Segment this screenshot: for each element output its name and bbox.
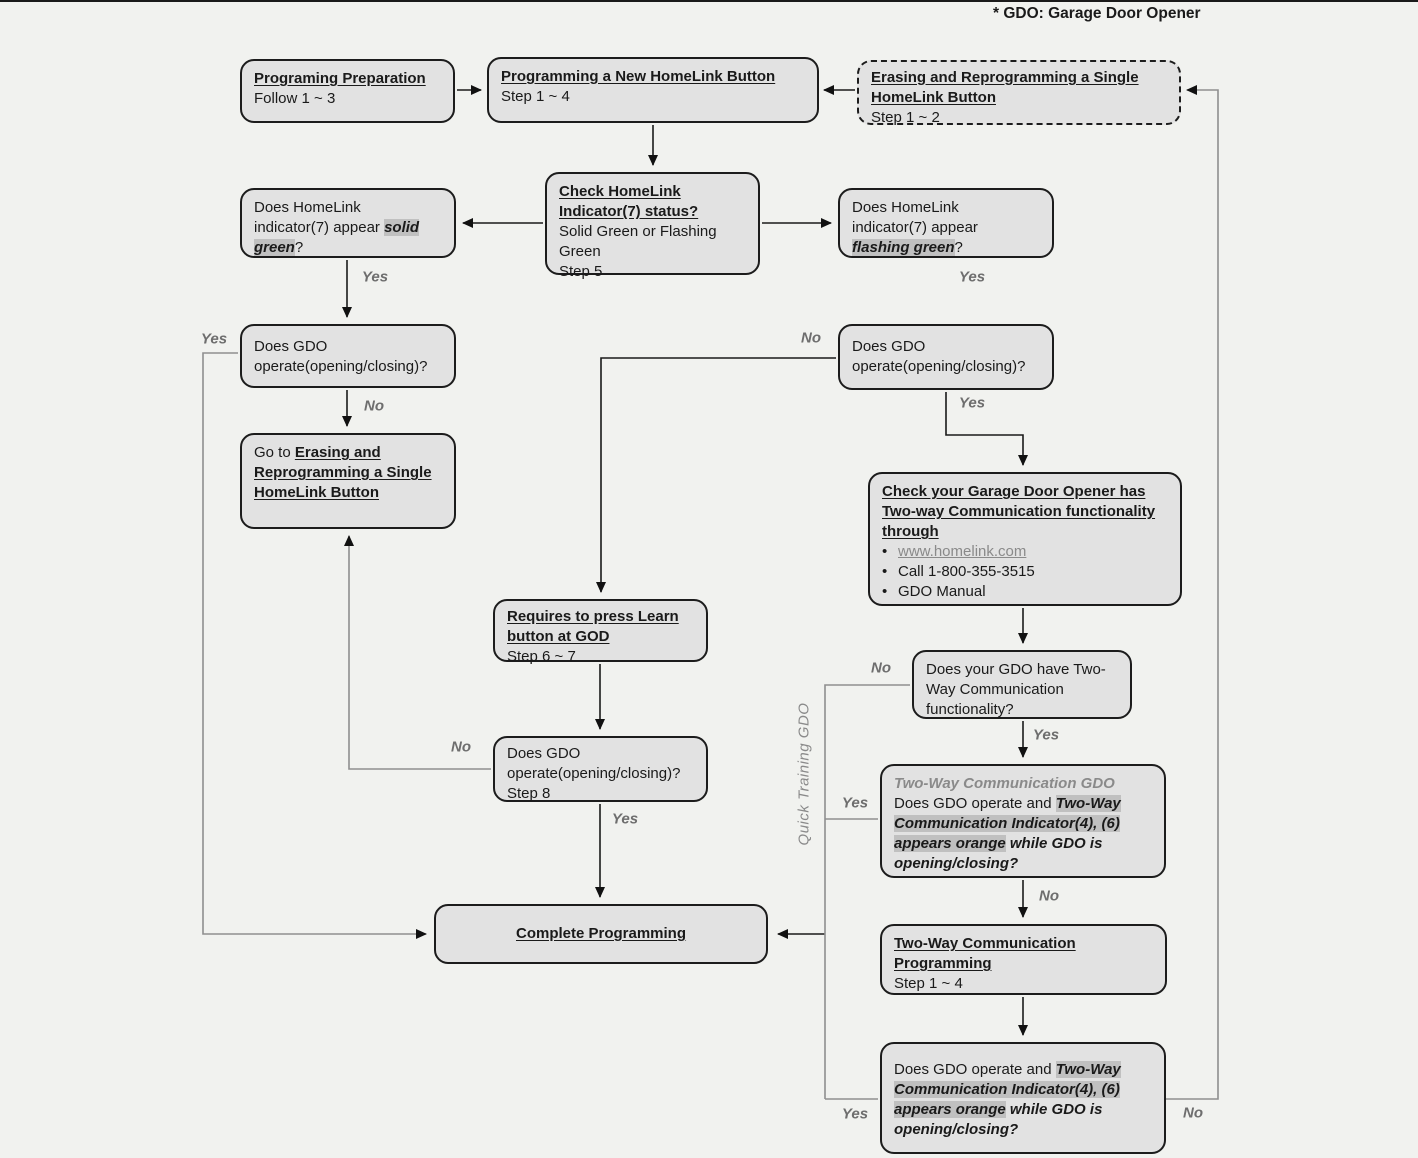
node-title: Programing Preparation bbox=[254, 70, 426, 87]
node-gdo-operate-right: Does GDO operate(opening/closing)? bbox=[838, 324, 1054, 390]
bullet-icon: • bbox=[882, 543, 888, 561]
node-text: Does GDO operate(opening/closing)? bbox=[852, 338, 1026, 376]
node-check-indicator-status: Check HomeLink Indicator(7) status? Soli… bbox=[545, 172, 760, 280]
node-subtitle: Follow 1 ~ 3 bbox=[254, 90, 336, 108]
edge-label-yes: Yes bbox=[841, 794, 869, 812]
node-erase-reprogram: Erasing and Reprogramming a Single HomeL… bbox=[857, 60, 1181, 127]
gdo-legend-note: * GDO: Garage Door Opener bbox=[993, 5, 1201, 22]
quick-training-gdo-label: Quick Training GDO bbox=[795, 702, 813, 846]
node-text: while GDO is opening/closing? bbox=[894, 1101, 1103, 1139]
node-step: Step 8 bbox=[507, 785, 551, 803]
edge-label-yes: Yes bbox=[841, 1105, 869, 1123]
node-go-to-erase: Go to Erasing and Reprogramming a Single… bbox=[240, 433, 456, 529]
node-text: while GDO is opening/closing? bbox=[894, 835, 1103, 873]
node-flashing-green-question: Does HomeLink indicator(7) appear flashi… bbox=[838, 188, 1054, 258]
node-text: Does GDO operate(opening/closing)? bbox=[254, 338, 428, 376]
node-gdo-operate-left: Does GDO operate(opening/closing)? bbox=[240, 324, 456, 388]
node-text: ? bbox=[954, 239, 963, 257]
edge-label-no: No bbox=[801, 329, 821, 347]
node-final-two-way-check: Does GDO operate and Two-Way Communicati… bbox=[880, 1042, 1166, 1154]
node-text: Does GDO operate and bbox=[894, 795, 1056, 813]
edge-label-no: No bbox=[364, 397, 384, 415]
node-title: Check your Garage Door Opener has Two-wa… bbox=[882, 483, 1156, 541]
node-title: Check HomeLink Indicator(7) status? bbox=[559, 183, 699, 221]
node-title: Requires to press Learn button at GOD bbox=[507, 608, 679, 646]
node-subtitle: Step 1 ~ 2 bbox=[871, 109, 940, 127]
node-two-way-programming: Two-Way Communication Programming Step 1… bbox=[880, 924, 1167, 995]
node-text: Does your GDO have Two-Way Communication… bbox=[926, 661, 1106, 719]
bullet-phone: • Call 1-800-355-3515 bbox=[882, 562, 1168, 582]
edge-label-yes: Yes bbox=[611, 810, 639, 828]
node-programming-new-button: Programming a New HomeLink Button Step 1… bbox=[487, 57, 819, 123]
edge-label-no: No bbox=[1183, 1104, 1203, 1122]
phone-number: Call 1-800-355-3515 bbox=[898, 563, 1035, 581]
node-text: ? bbox=[294, 239, 304, 257]
node-text: Does GDO operate and bbox=[894, 1061, 1056, 1078]
node-text: Solid Green or Flashing Green bbox=[559, 223, 717, 261]
node-text: Does GDO operate(opening/closing)? bbox=[507, 745, 681, 783]
edge-label-yes: Yes bbox=[1032, 726, 1060, 744]
edge-label-no: No bbox=[451, 738, 471, 756]
bullet-manual: • GDO Manual bbox=[882, 582, 1168, 602]
node-text: Does HomeLink indicator(7) appear bbox=[254, 199, 385, 237]
erase-reprogram-link: Erasing and Reprogramming a Single HomeL… bbox=[254, 444, 432, 502]
node-programming-preparation: Programing Preparation Follow 1 ~ 3 bbox=[240, 59, 455, 123]
bullet-homelink-site: • www.homelink.com bbox=[882, 542, 1168, 562]
node-heading: Two-Way Communication GDO bbox=[894, 775, 1115, 792]
node-solid-green-question: Does HomeLink indicator(7) appear solid … bbox=[240, 188, 456, 258]
node-title: Two-Way Communication Programming bbox=[894, 935, 1076, 973]
bullet-icon: • bbox=[882, 563, 888, 581]
edge-label-yes: Yes bbox=[361, 268, 389, 286]
node-gdo-operate-step8: Does GDO operate(opening/closing)? Step … bbox=[493, 736, 708, 802]
edge-label-no: No bbox=[871, 659, 891, 677]
node-subtitle: Step 1 ~ 4 bbox=[501, 88, 570, 106]
node-text: Go to bbox=[254, 444, 295, 461]
edge-label-yes: Yes bbox=[958, 394, 986, 412]
node-subtitle: Step 6 ~ 7 bbox=[507, 648, 576, 666]
homelink-link[interactable]: www.homelink.com bbox=[898, 543, 1027, 561]
node-subtitle: Step 1 ~ 4 bbox=[894, 975, 963, 993]
node-title: Complete Programming bbox=[515, 924, 687, 942]
gdo-manual-label: GDO Manual bbox=[898, 583, 986, 601]
node-two-way-gdo-check: Two-Way Communication GDO Does GDO opera… bbox=[880, 764, 1166, 878]
node-learn-button: Requires to press Learn button at GOD St… bbox=[493, 599, 708, 666]
edge-label-no: No bbox=[1039, 887, 1059, 905]
edge-label-yes: Yes bbox=[958, 268, 986, 286]
node-step: Step 5 bbox=[559, 263, 603, 281]
node-have-two-way-question: Does your GDO have Two-Way Communication… bbox=[912, 650, 1132, 719]
node-title: Erasing and Reprogramming a Single HomeL… bbox=[871, 69, 1139, 107]
node-text: Does HomeLink indicator(7) appear bbox=[852, 199, 978, 237]
edge-label-yes: Yes bbox=[200, 330, 228, 348]
bullet-icon: • bbox=[882, 583, 888, 601]
node-title: Programming a New HomeLink Button bbox=[501, 68, 776, 85]
node-complete-programming: Complete Programming bbox=[434, 904, 768, 964]
highlight-flashing-green: flashing green bbox=[852, 239, 955, 257]
node-check-two-way-sources: Check your Garage Door Opener has Two-wa… bbox=[868, 472, 1182, 606]
